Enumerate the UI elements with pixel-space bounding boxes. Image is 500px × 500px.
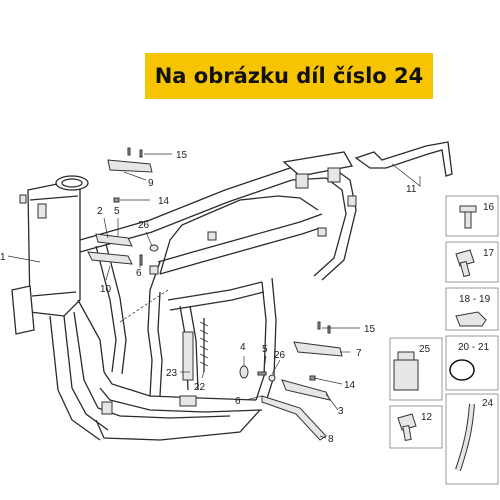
legend-12-screw: 12 (389, 405, 443, 449)
callout-label: 26 (274, 350, 286, 361)
callout-label: 22 (194, 382, 206, 393)
callout-label: 6 (136, 268, 142, 279)
callout-label: 10 (100, 284, 112, 295)
part-number-banner: Na obrázku díl číslo 24 (145, 53, 433, 99)
legend-boxes: 16 17 18 - 19 25 20 - 21 (389, 195, 499, 485)
banner-title: Na obrázku díl číslo 24 (154, 64, 424, 88)
callout-label: 23 (166, 368, 178, 379)
part-6-bolt (139, 254, 143, 266)
callout-labels: 1 2 3 4 5 5 6 6 7 8 9 10 11 14 14 15 15 … (0, 150, 417, 445)
callout-label: 11 (406, 184, 417, 195)
legend-18-19-clip: 18 - 19 (445, 287, 499, 331)
legend-25-weight: 25 (389, 337, 443, 401)
callout-leaders (7, 153, 421, 439)
part-26-washer-lower (268, 374, 276, 382)
callout-label: 3 (338, 406, 344, 417)
svg-text:18 - 19: 18 - 19 (459, 294, 491, 305)
callout-label: 5 (114, 206, 120, 217)
part-2-plate (95, 233, 133, 247)
legend-20-21-clamp: 20 - 21 (445, 335, 499, 391)
part-10-plate (87, 251, 133, 265)
part-22-spring (199, 318, 209, 372)
callout-label: 15 (176, 150, 188, 161)
part-26-washer (149, 244, 159, 252)
legend-24-hose: 24 (445, 393, 499, 485)
part-5-bolt (257, 371, 267, 376)
part-9-bracket (107, 159, 153, 173)
scooter-frame (11, 151, 357, 441)
svg-text:17: 17 (483, 248, 495, 259)
svg-text:25: 25 (419, 344, 431, 355)
part-8-clamp (261, 395, 327, 441)
callout-label: 14 (344, 380, 356, 391)
callout-label: 1 (0, 252, 6, 263)
callout-label: 15 (364, 324, 376, 335)
svg-text:16: 16 (483, 202, 495, 213)
svg-text:20 - 21: 20 - 21 (458, 342, 490, 353)
part-3-bracket (281, 379, 331, 401)
callout-label: 8 (328, 434, 334, 445)
part-15-screws (127, 147, 331, 334)
part-11-grab-rail (354, 141, 453, 177)
callout-label: 9 (148, 178, 154, 189)
callout-label: 7 (356, 348, 362, 359)
callout-label: 4 (240, 342, 246, 353)
callout-label: 14 (158, 196, 170, 207)
part-7-bracket (293, 341, 343, 357)
svg-text:12: 12 (421, 412, 433, 423)
part-4-bushing (239, 365, 249, 379)
callout-label: 2 (97, 206, 103, 217)
callout-label: 5 (262, 344, 268, 355)
callout-label: 26 (138, 220, 150, 231)
legend-16-screw: 16 (445, 195, 499, 237)
callout-label: 6 (235, 396, 241, 407)
legend-17-bolt: 17 (445, 241, 499, 283)
svg-text:24: 24 (482, 398, 494, 409)
